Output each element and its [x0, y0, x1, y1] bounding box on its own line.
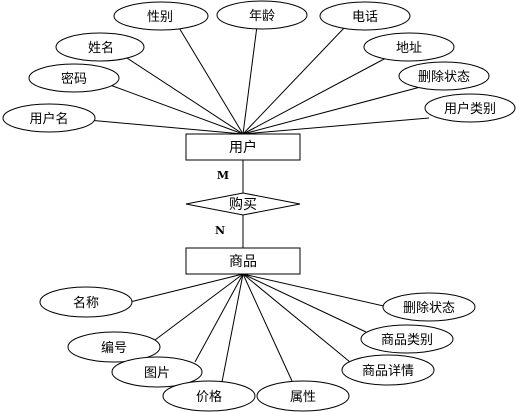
- user-attr-ellipse-name: [55, 32, 145, 62]
- user-attr-name: 姓名: [88, 40, 114, 56]
- product-attr-category: 商品类别: [381, 333, 433, 348]
- user-attr-line: [242, 25, 258, 135]
- user-attr-line: [109, 84, 244, 135]
- user-attr-usertype: 用户类别: [444, 101, 496, 117]
- product-attr-attribute: 属性: [290, 390, 316, 405]
- relationship-diamond: [185, 192, 301, 216]
- user-attr-password: 密码: [61, 71, 87, 87]
- product-attr-line: [242, 273, 351, 363]
- user-attr-gender: 性别: [147, 10, 173, 25]
- user-attr-ellipse-usertype: [424, 93, 516, 123]
- user-attr-ellipse-username: [2, 103, 96, 133]
- user-attr-ellipse-gender: [113, 1, 209, 31]
- relationship-label: 购买: [229, 197, 257, 213]
- user-attr-username: 用户名: [29, 111, 68, 127]
- product-attr-line: [221, 273, 244, 383]
- user-attr-address: 地址: [396, 41, 422, 56]
- product-attr-deleted: 删除状态: [403, 301, 455, 316]
- user-entity-label: 用户: [229, 139, 257, 156]
- user-attr-line: [242, 84, 429, 135]
- product-attr-ellipse-image: [111, 356, 203, 388]
- product-attr-line: [242, 273, 293, 382]
- user-attr-ellipse-password: [28, 63, 120, 93]
- user-attr-deleted: 删除状态: [418, 70, 470, 85]
- product-attr-line: [242, 273, 367, 333]
- user-attr-line: [126, 57, 244, 135]
- product-attr-line: [154, 273, 244, 341]
- product-attr-ellipse-attribute: [256, 380, 350, 412]
- product-attr-price: 价格: [196, 389, 222, 405]
- product-entity-box: [185, 247, 301, 275]
- product-attr-line: [194, 273, 244, 363]
- user-attr-ellipse-age: [216, 0, 308, 30]
- user-attr-age: 年龄: [249, 9, 275, 24]
- user-attr-phone: 电话: [352, 10, 378, 25]
- cardinality-user: M: [217, 169, 229, 182]
- product-attr-ellipse-id: [67, 331, 161, 363]
- user-entity-box: [185, 133, 301, 161]
- user-attr-ellipse-phone: [319, 1, 411, 31]
- product-attr-detail: 商品详情: [362, 364, 414, 379]
- user-attr-ellipse-address: [363, 32, 455, 62]
- cardinality-product: N: [215, 224, 225, 237]
- user-attr-line: [87, 119, 244, 135]
- user-attr-line: [242, 57, 387, 135]
- product-attr-ellipse-category: [360, 324, 454, 354]
- product-attr-line: [242, 273, 389, 308]
- product-entity-label: 商品: [229, 254, 257, 270]
- product-attr-ellipse-detail: [341, 354, 435, 386]
- product-attr-ellipse-name: [39, 286, 133, 318]
- product-attr-line: [129, 273, 244, 303]
- user-attr-line: [242, 117, 430, 135]
- user-attr-ellipse-deleted: [398, 61, 490, 91]
- user-attr-line: [177, 25, 244, 135]
- product-attr-ellipse-deleted: [382, 292, 476, 322]
- product-attr-id: 编号: [101, 341, 127, 356]
- product-attr-name: 名称: [73, 295, 99, 311]
- user-attr-line: [242, 26, 346, 135]
- product-attr-ellipse-price: [162, 380, 256, 412]
- product-attr-image: 图片: [144, 366, 170, 381]
